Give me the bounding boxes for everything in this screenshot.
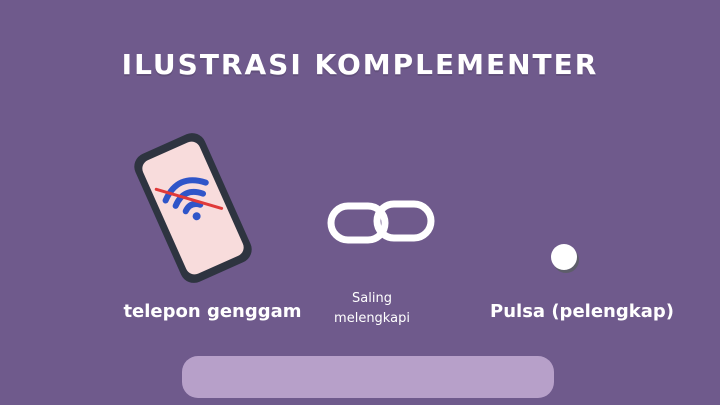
phone-no-wifi-icon bbox=[133, 128, 253, 288]
complement-label: Saling melengkapi bbox=[312, 289, 432, 329]
complement-label-line2: melengkapi bbox=[334, 311, 410, 326]
answer-bar[interactable] bbox=[182, 356, 554, 398]
pulsa-label: Pulsa (pelengkap) bbox=[490, 301, 674, 322]
slide-title: ILUSTRASI KOMPLEMENTER bbox=[121, 48, 599, 81]
phone-label: telepon genggam bbox=[123, 301, 302, 322]
coin-icon bbox=[551, 244, 577, 270]
chain-link-icon bbox=[326, 196, 436, 248]
complement-label-line1: Saling bbox=[352, 291, 392, 306]
